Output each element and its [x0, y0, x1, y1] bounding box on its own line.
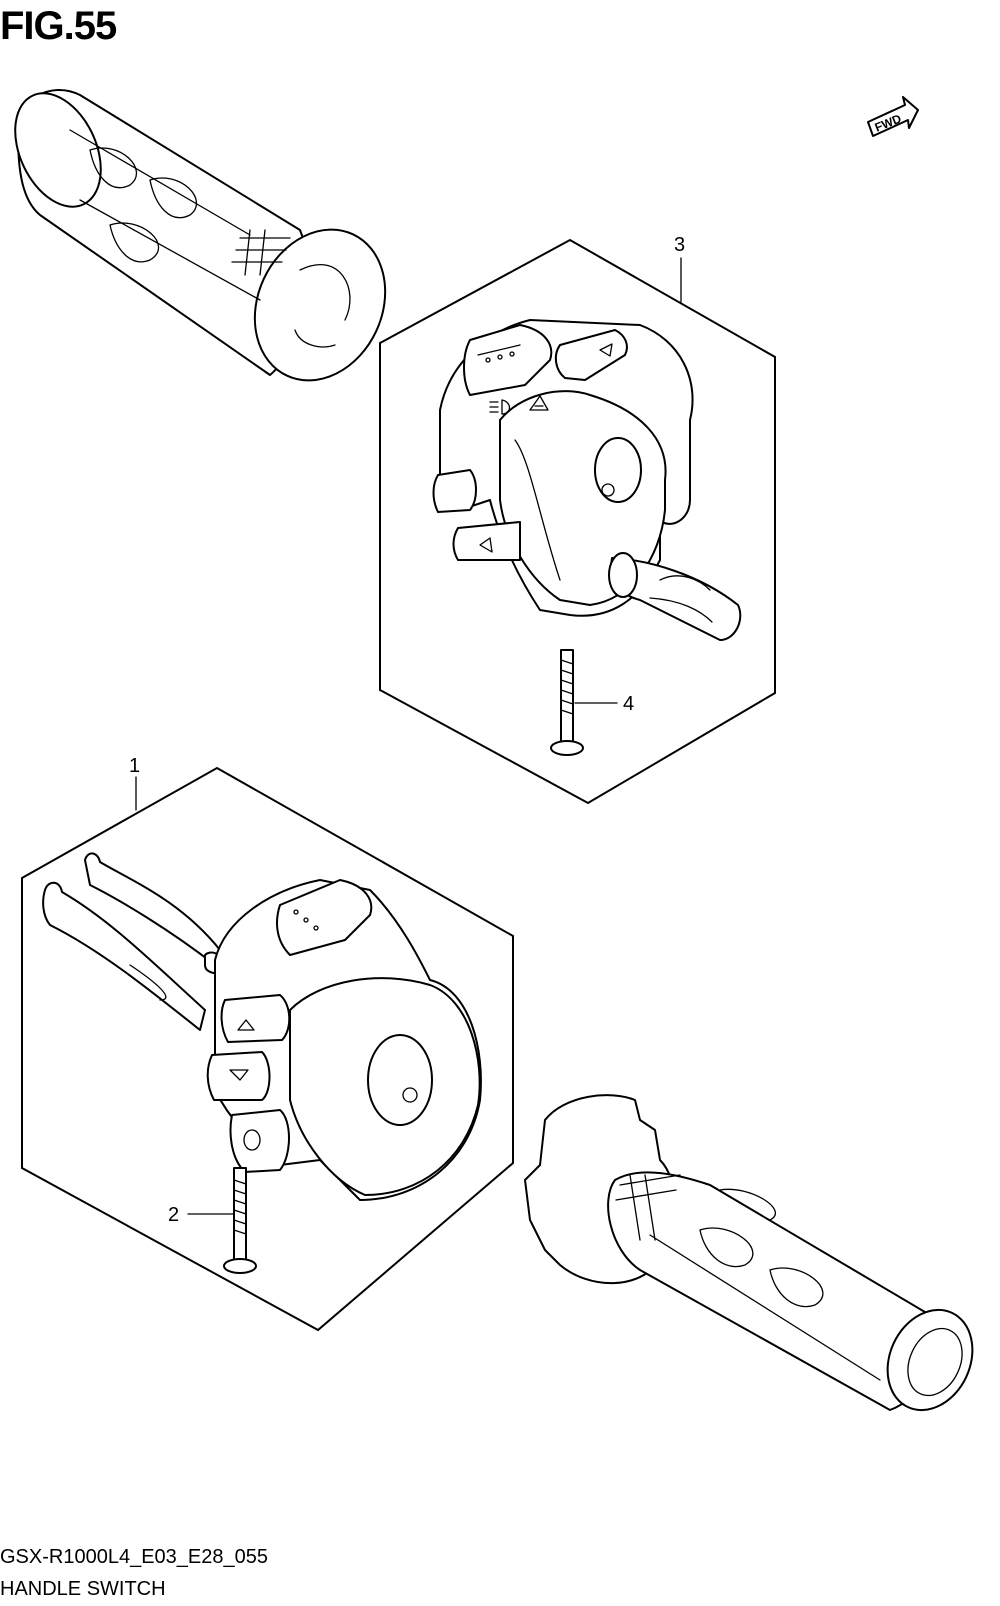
- fwd-direction-badge: FWD: [867, 96, 919, 137]
- fig-title: FIG.55: [0, 4, 117, 48]
- forward-arrow-icon: [867, 96, 919, 137]
- callout-1: 1: [129, 755, 140, 811]
- right-throttle-grip: [524, 1094, 974, 1412]
- left-switch-screw: [223, 1167, 257, 1274]
- right-switch-screw: [550, 649, 584, 756]
- callout-3: 3: [674, 234, 685, 303]
- left-handle-switch: [42, 852, 482, 1201]
- callout-2: 2: [168, 1204, 234, 1226]
- right-switch-frame: [379, 238, 776, 805]
- model-code: GSX-R1000L4_E03_E28_055: [0, 1546, 268, 1568]
- callout-4-label: 4: [623, 693, 634, 715]
- callout-2-label: 2: [168, 1204, 179, 1226]
- right-handle-switch: [432, 319, 742, 641]
- callout-1-label: 1: [129, 755, 140, 777]
- left-hand-grip: [14, 89, 387, 382]
- section-name: HANDLE SWITCH: [0, 1578, 166, 1600]
- callout-4: 4: [574, 693, 634, 715]
- left-switch-frame: [21, 766, 514, 1332]
- callout-3-label: 3: [674, 234, 685, 256]
- fwd-label: FWD: [873, 111, 904, 134]
